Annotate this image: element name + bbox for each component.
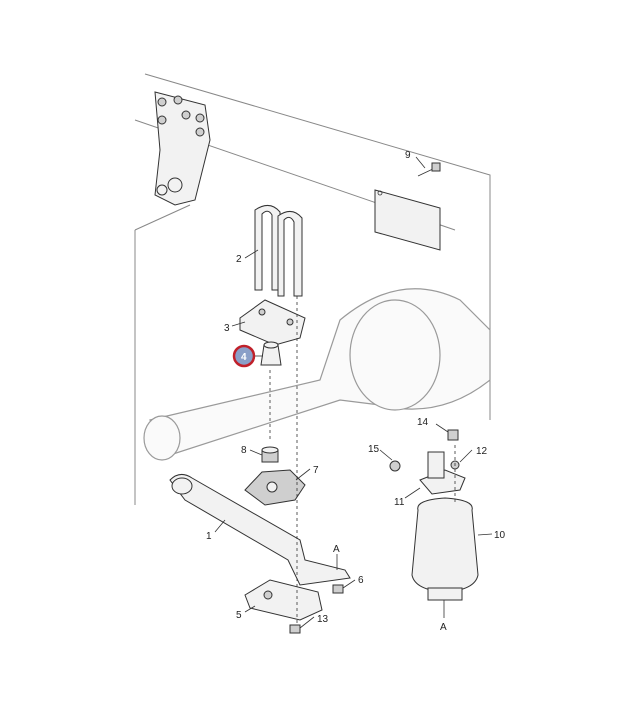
bump-stop [260,341,282,366]
axle-housing [143,288,491,461]
air-bellows [411,497,479,601]
callout-4: 4 [241,352,247,363]
clamp-plate [239,299,306,346]
reference-mark-a-top: A [333,544,340,555]
bolt-14 [447,429,459,441]
callout-7: 7 [313,465,319,476]
callouts: 1 2 3 4 5 6 7 8 9 10 11 12 13 14 15 A A [206,150,506,633]
callout-6: 6 [358,575,364,586]
u-bolts [254,205,303,297]
callout-4-highlight[interactable]: 4 [232,344,256,368]
callout-8: 8 [241,445,247,456]
spring-hanger-bracket [154,91,211,206]
callout-3: 3 [224,323,230,334]
callout-9: 9 [405,150,411,161]
callout-15: 15 [368,444,380,455]
callout-14: 14 [417,417,429,428]
callout-1: 1 [206,531,212,542]
callout-11: 11 [394,497,405,508]
callout-12: 12 [476,446,488,457]
reference-mark-a-bottom: A [440,622,447,633]
nut-8 [261,446,279,463]
callout-10: 10 [494,530,506,541]
callout-13: 13 [317,614,329,625]
spring-seat [244,469,306,506]
leader-lines [214,156,493,629]
leaf-spring [169,474,351,586]
nut-13 [289,624,301,634]
lower-plate [244,579,323,621]
callout-5: 5 [236,610,242,621]
nut-6 [332,584,344,594]
frame-rail-bracket [374,189,441,251]
nut-15 [389,460,401,472]
bolt-9 [417,162,441,177]
bellows-bracket [419,451,466,495]
callout-2: 2 [236,254,242,265]
